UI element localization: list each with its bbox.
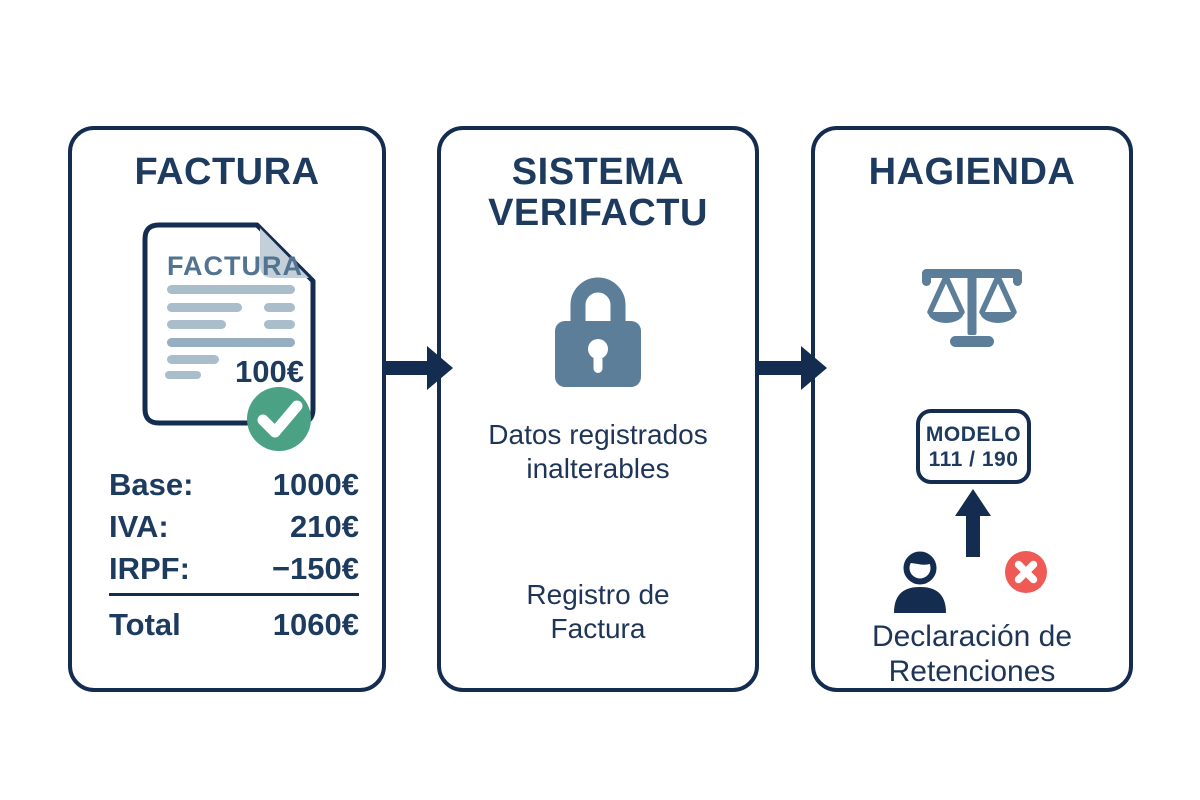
totals-row-base: Base: 1000€ [109, 464, 359, 506]
arrow-right-icon [757, 346, 827, 390]
verifactu-caption-datos-line1: Datos registrados [488, 419, 708, 450]
totals-row-total: Total 1060€ [109, 604, 359, 646]
totals-row-iva: IVA: 210€ [109, 506, 359, 548]
verifactu-caption-datos-line2: inalterables [526, 453, 670, 484]
lock-icon [555, 277, 641, 387]
totals-row-base-value: 1000€ [272, 467, 359, 502]
panel-factura: FACTURA FACTURA 100€ [68, 126, 386, 692]
arrow-right-icon [383, 346, 453, 390]
totals-divider [109, 593, 359, 596]
verifactu-caption-registro-line2: Factura [550, 613, 646, 644]
verifactu-caption-datos: Datos registrados inalterables [441, 418, 755, 486]
hacienda-caption: Declaración de Retenciones [795, 619, 1149, 689]
invoice-document-icon: FACTURA 100€ [142, 222, 316, 451]
modelo-badge: MODELO 111 / 190 [916, 409, 1031, 484]
invoice-doc-label: FACTURA [167, 251, 303, 281]
panel-factura-title: FACTURA [134, 151, 320, 193]
arrow-up-icon [955, 489, 991, 557]
totals-row-iva-value: 210€ [290, 509, 359, 544]
panel-verifactu-title-line1: SISTEMA [511, 151, 685, 193]
error-icon [1005, 551, 1047, 593]
panel-verifactu-title-line2: VERIFACTU [488, 192, 708, 234]
document-text-lines-icon [165, 285, 295, 379]
scales-icon [922, 269, 1022, 347]
person-icon [894, 551, 946, 613]
folded-corner-icon [260, 228, 309, 278]
totals-row-base-label: Base: [109, 467, 194, 502]
verifactu-caption-registro-line1: Registro de [526, 579, 670, 610]
modelo-badge-line2: 111 / 190 [928, 447, 1019, 471]
panel-verifactu-title: SISTEMA VERIFACTU [441, 152, 755, 234]
hacienda-caption-line2: Retenciones [888, 655, 1056, 688]
totals-row-irpf: IRPF: −150€ [109, 548, 359, 590]
invoice-doc-amount: 100€ [235, 354, 304, 389]
hacienda-caption-line1: Declaración de [871, 620, 1073, 653]
panel-hacienda-title: HAGIENDA [868, 151, 1076, 193]
panel-verifactu: SISTEMA VERIFACTU Datos registrados inal… [437, 126, 759, 692]
panel-hacienda: HAGIENDA MODELO 111 / 190 [811, 126, 1133, 692]
modelo-badge-line1: MODELO [925, 422, 1022, 446]
totals-row-irpf-label: IRPF: [109, 551, 190, 586]
check-icon [247, 387, 311, 451]
totals-row-total-value: 1060€ [272, 607, 359, 642]
totals-row-iva-label: IVA: [109, 509, 169, 544]
totals-row-irpf-value: −150€ [271, 551, 359, 586]
invoice-totals: Base: 1000€ IVA: 210€ IRPF: −150€ Total … [109, 464, 359, 646]
verifactu-caption-registro: Registro de Factura [441, 578, 755, 646]
totals-row-total-label: Total [109, 607, 181, 642]
